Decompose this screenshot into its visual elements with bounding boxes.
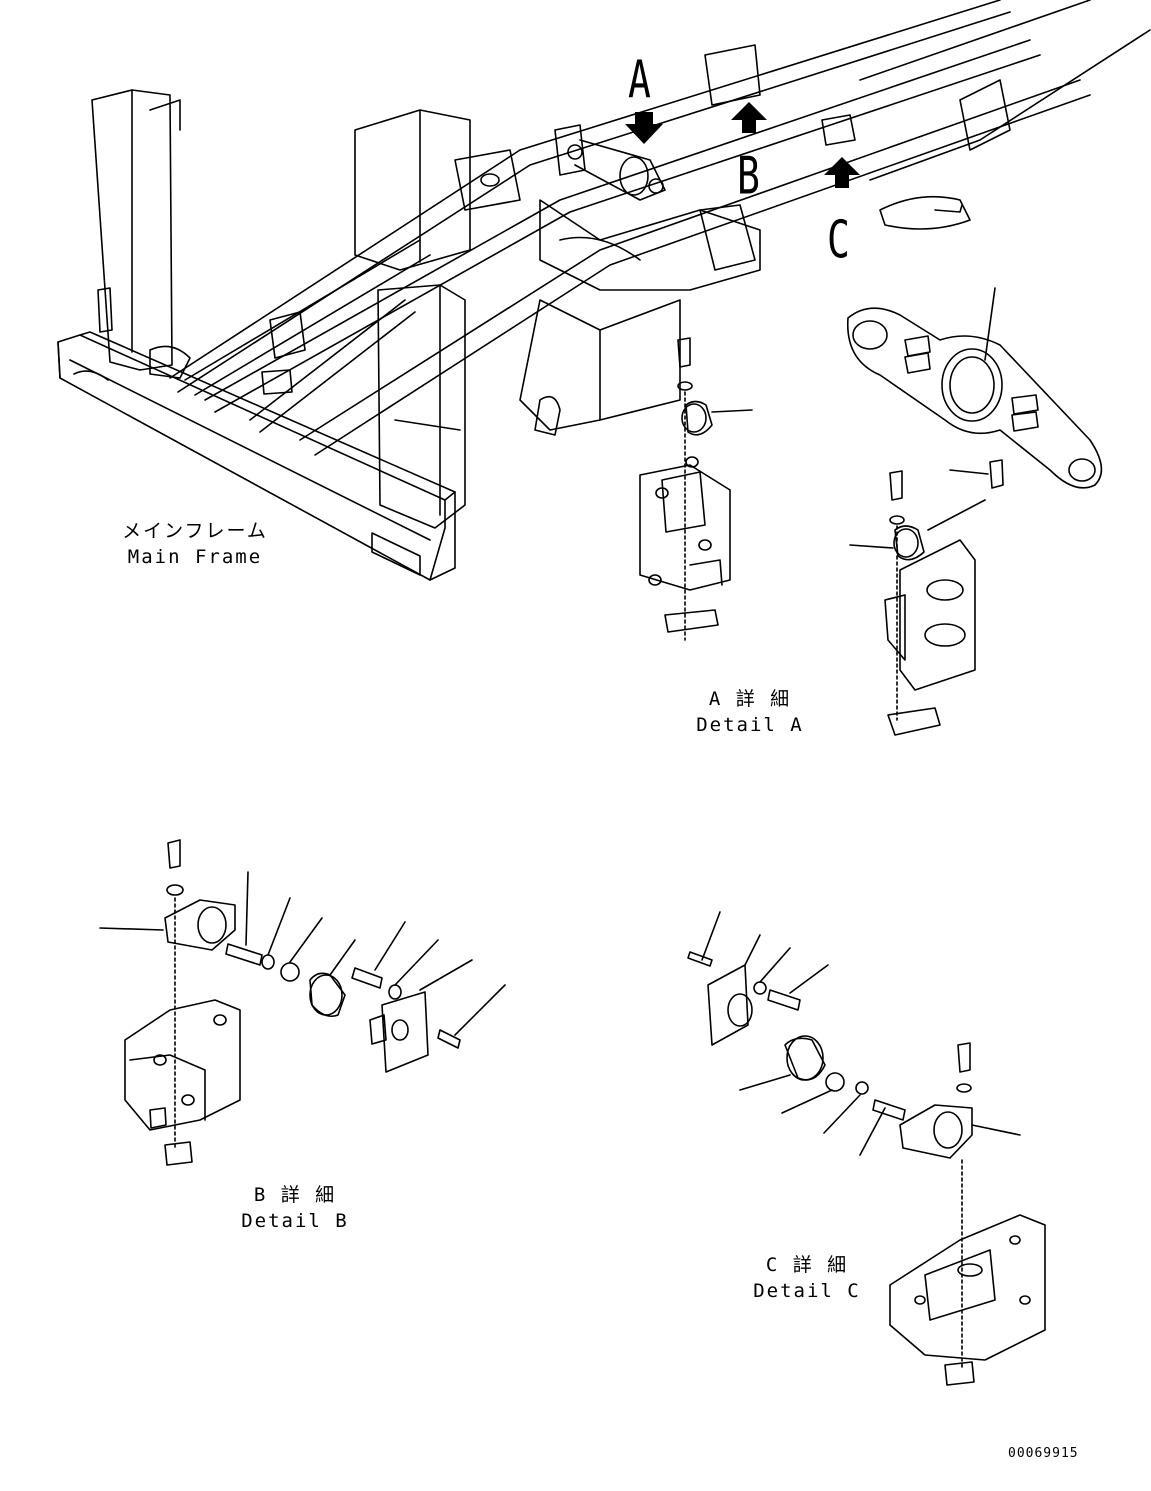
callout-c: C [827,210,850,270]
detail-c-caption: C 詳 細 Detail C [752,1252,862,1304]
main-frame-label-en: Main Frame [127,546,263,568]
detail-c-label-jp: C 詳 細 [765,1254,849,1276]
callout-a: A [628,50,651,110]
callout-arrows [625,102,860,188]
detail-a-caption: A 詳 細 Detail A [695,686,805,738]
detail-a-label-en: Detail A [696,714,804,736]
callout-b: B [737,146,760,206]
arrow-up-icon [731,102,767,133]
detail-b-drawing [100,840,505,1165]
detail-c-label-en: Detail C [753,1280,861,1302]
main-frame-caption: メインフレーム Main Frame [120,518,270,570]
detail-b-caption: B 詳 細 Detail B [240,1182,350,1234]
arrow-up-icon [824,157,860,188]
detail-b-label-jp: B 詳 細 [253,1184,337,1206]
main-frame-label-jp: メインフレーム [122,520,268,542]
part-number: 00069915 [1008,1446,1079,1461]
detail-a-label-jp: A 詳 細 [708,688,792,710]
main-frame-drawing [58,0,1150,580]
detail-c-drawing [688,912,1045,1385]
detail-a-drawing [640,288,1101,735]
detail-b-label-en: Detail B [241,1210,349,1232]
arrow-down-icon [625,112,663,144]
